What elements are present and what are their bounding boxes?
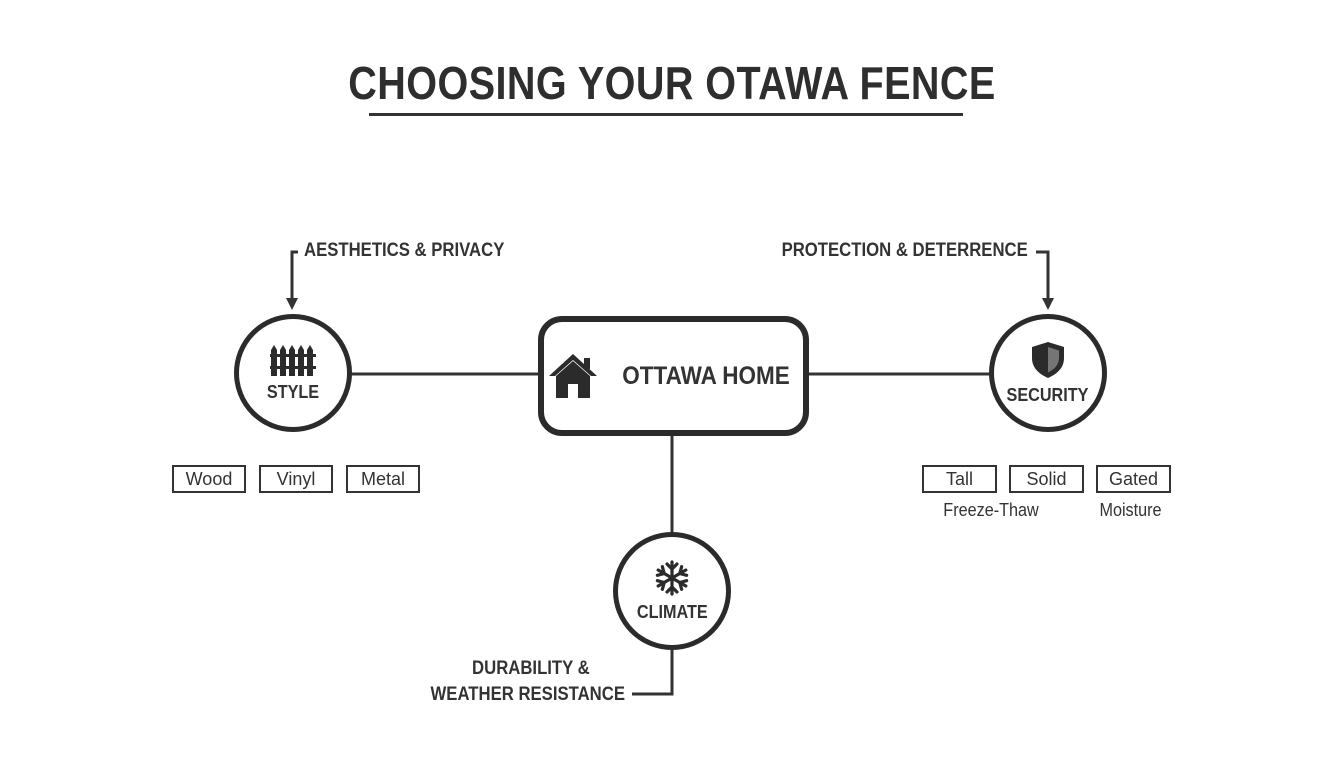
note-moisture: Moisture: [1099, 500, 1162, 520]
climate-label: CLIMATE: [636, 601, 708, 622]
option-chip-vinyl: Vinyl: [259, 465, 333, 493]
shield-icon: [1032, 341, 1064, 378]
title-underline: [369, 113, 963, 116]
page-title: CHOOSING YOUR OTAWA FENCE: [348, 57, 996, 109]
style-caption-arrow: [290, 250, 298, 300]
security-node: SECURITY: [989, 314, 1107, 432]
security-label: SECURITY: [1007, 384, 1089, 405]
climate-node: CLIMATE: [613, 532, 731, 650]
ottawa-home-hub: OTTAWA HOME: [538, 316, 809, 436]
style-label: STYLE: [266, 381, 320, 402]
climate-caption-line1: DURABILITY &: [472, 658, 590, 679]
option-chip-wood: Wood: [172, 465, 246, 493]
security-arrowhead: [1042, 298, 1054, 310]
climate-caption-line: [632, 644, 674, 696]
style-arrowhead: [286, 298, 298, 310]
option-chip-metal: Metal: [346, 465, 420, 493]
note-freeze-thaw: Freeze-Thaw: [943, 500, 1039, 520]
house-icon: [549, 354, 598, 398]
security-caption: PROTECTION & DETERRENCE: [781, 240, 1028, 261]
security-caption-arrow: [1036, 250, 1050, 300]
style-node: STYLE: [234, 314, 352, 432]
style-caption: AESTHETICS & PRIVACY: [304, 240, 505, 261]
snowflake-icon: [655, 559, 689, 596]
option-chip-gated: Gated: [1096, 465, 1171, 493]
option-chip-tall: Tall: [922, 465, 997, 493]
hub-label: OTTAWA HOME: [622, 361, 791, 390]
option-chip-solid: Solid: [1009, 465, 1084, 493]
fence-icon: [270, 344, 316, 376]
climate-caption-line2: WEATHER RESISTANCE: [430, 684, 625, 705]
